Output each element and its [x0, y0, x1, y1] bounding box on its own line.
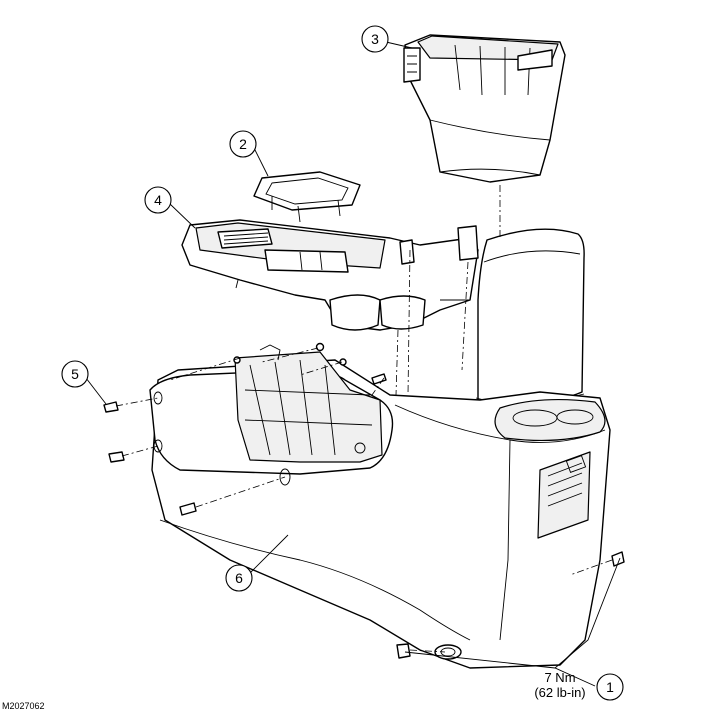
callout-2: 2 [229, 130, 257, 158]
callout-4-label: 4 [154, 192, 162, 208]
callout-6-label: 6 [235, 570, 243, 586]
shifter-bezel [253, 171, 361, 223]
side-panel [149, 344, 394, 486]
callout-6: 6 [225, 564, 253, 592]
callout-3-label: 3 [371, 31, 379, 47]
callout-leaders [85, 41, 621, 687]
callout-4: 4 [144, 186, 172, 214]
callout-5: 5 [61, 360, 89, 388]
storage-bin [403, 34, 566, 183]
alignment-lines [115, 185, 613, 653]
callout-1: 1 [596, 673, 624, 701]
callout-5-label: 5 [71, 366, 79, 382]
torque-metric: 7 Nm [544, 670, 575, 685]
callout-3: 3 [361, 25, 389, 53]
callout-2-label: 2 [239, 136, 247, 152]
figure-id: M2027062 [2, 701, 45, 711]
fasteners [103, 342, 625, 659]
torque-imperial: (62 lb-in) [534, 685, 585, 700]
callout-1-label: 1 [606, 679, 614, 695]
console-top-tray [181, 219, 479, 331]
torque-spec: 7 Nm (62 lb-in) [534, 670, 585, 700]
armrest-lid [475, 228, 585, 404]
